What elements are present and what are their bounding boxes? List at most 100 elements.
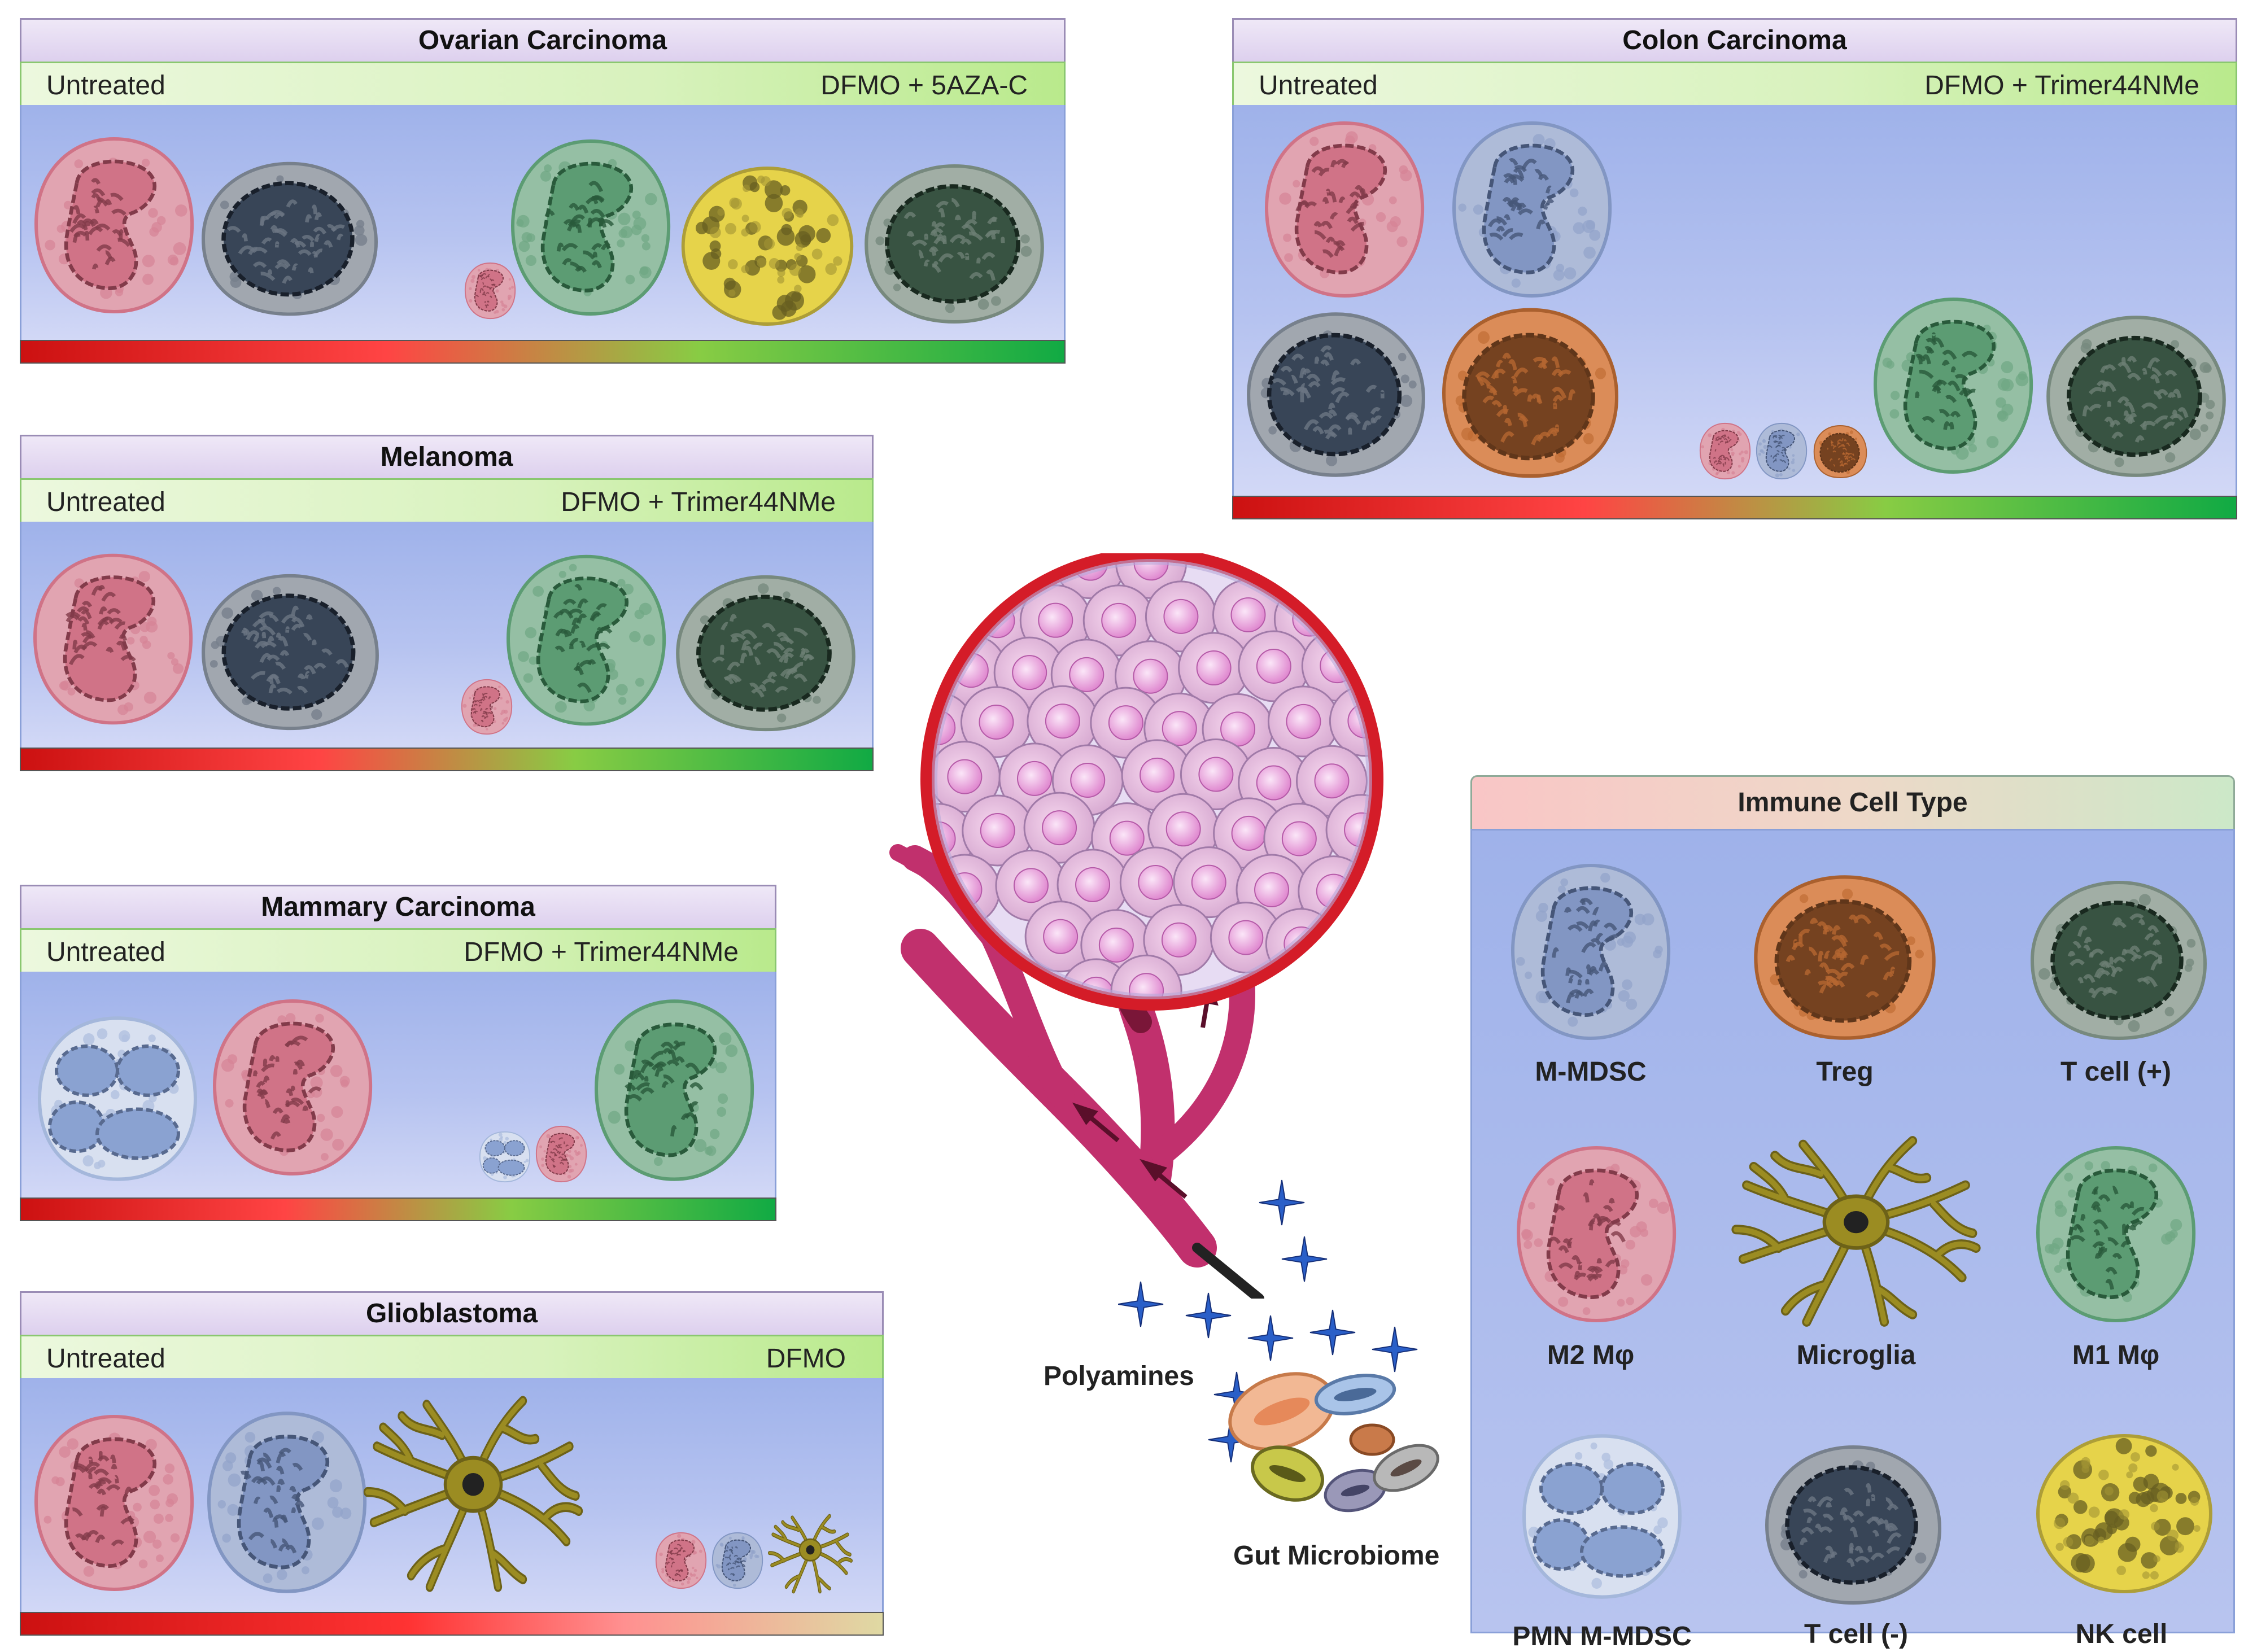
gradient-bar bbox=[1232, 496, 2237, 519]
panel-ovarian: Ovarian Carcinoma Untreated DFMO + 5AZA-… bbox=[20, 18, 1066, 364]
pmn-m-mdsc-cell bbox=[33, 1011, 202, 1186]
m2-macrophage-small-cell-graphic bbox=[655, 1532, 707, 1589]
m2-macrophage-cell-graphic bbox=[212, 999, 373, 1176]
legend-m2-macrophage-cell-graphic bbox=[1516, 1146, 1677, 1323]
panel-mammary: Mammary Carcinoma Untreated DFMO + Trime… bbox=[20, 885, 776, 1221]
panel-subheader: Untreated DFMO + 5AZA-C bbox=[20, 62, 1066, 107]
treg-small-cell bbox=[1812, 423, 1869, 480]
m2-macrophage-small-cell bbox=[1698, 421, 1752, 481]
untreated-label: Untreated bbox=[1259, 71, 1378, 100]
m2-macrophage-small-cell bbox=[534, 1124, 588, 1184]
legend-m1-macrophage-cell-graphic bbox=[2036, 1146, 2196, 1323]
tumor-cell bbox=[1027, 685, 1099, 757]
panel-subheader: Untreated DFMO bbox=[20, 1335, 884, 1380]
t-cell-plus-cell-graphic bbox=[865, 164, 1044, 324]
gut-microbiome-label: Gut Microbiome bbox=[1233, 1541, 1440, 1571]
legend-label-t-cell-minus: T cell (-) bbox=[1804, 1619, 1908, 1649]
untreated-label: Untreated bbox=[46, 1344, 165, 1374]
m2-macrophage-small-cell-graphic bbox=[535, 1125, 587, 1183]
treatment-label: DFMO + Trimer44NMe bbox=[464, 937, 739, 967]
tumor-vessel-illustration bbox=[889, 553, 1383, 1299]
legend-title: Immune Cell Type bbox=[1470, 775, 2235, 831]
legend-treg-cell-graphic bbox=[1754, 875, 1936, 1040]
tumor-cell bbox=[1082, 584, 1155, 657]
m-mdsc-cell bbox=[202, 1406, 372, 1598]
panel-title: Melanoma bbox=[20, 435, 874, 480]
polyamine-star-icon bbox=[1185, 1292, 1232, 1339]
m2-macrophage-cell-graphic bbox=[34, 137, 194, 314]
legend-label-microglia: Microglia bbox=[1796, 1340, 1916, 1370]
legend-label-treg: Treg bbox=[1816, 1057, 1874, 1087]
panel-subheader: Untreated DFMO + Trimer44NMe bbox=[20, 478, 874, 523]
tumor-cell bbox=[1145, 580, 1217, 653]
pmn-m-mdsc-small-cell-graphic bbox=[479, 1131, 531, 1183]
m2-macrophage-cell-graphic bbox=[34, 1414, 194, 1592]
legend-t-cell-minus-cell-graphic bbox=[1765, 1445, 1942, 1605]
panel-title: Mammary Carcinoma bbox=[20, 885, 776, 930]
polyamine-star-icon bbox=[1247, 1315, 1294, 1361]
legend-t-cell-plus-cell-graphic bbox=[2030, 880, 2207, 1041]
t-cell-plus-cell bbox=[859, 159, 1049, 329]
polyamine-star-icon bbox=[1118, 1281, 1164, 1327]
t-cell-plus-cell bbox=[671, 570, 861, 736]
legend-t-cell-plus-cell bbox=[2025, 876, 2212, 1045]
tumor-cell bbox=[1238, 630, 1310, 702]
panel-subheader: Untreated DFMO + Trimer44NMe bbox=[20, 928, 776, 973]
tumor-cell bbox=[1180, 738, 1252, 811]
treatment-label: DFMO + Trimer44NMe bbox=[1924, 71, 2199, 100]
treatment-label: DFMO bbox=[766, 1344, 846, 1374]
gradient-bar bbox=[20, 748, 874, 771]
m-mdsc-cell-graphic bbox=[1452, 121, 1612, 298]
panel-body bbox=[20, 972, 776, 1199]
untreated-label: Untreated bbox=[46, 71, 165, 100]
m-mdsc-cell bbox=[1447, 116, 1617, 303]
m1-macrophage-cell bbox=[1869, 292, 2038, 479]
m2-macrophage-small-cell bbox=[654, 1531, 708, 1590]
panel-colon: Colon Carcinoma Untreated DFMO + Trimer4… bbox=[1232, 18, 2237, 519]
m1-macrophage-cell-graphic bbox=[510, 139, 671, 316]
tumor-cell bbox=[1178, 632, 1250, 704]
panel-subheader: Untreated DFMO + Trimer44NMe bbox=[1232, 62, 2237, 107]
m1-macrophage-cell-graphic bbox=[594, 999, 754, 1181]
m2-macrophage-cell bbox=[29, 1410, 199, 1596]
m2-macrophage-small-cell-graphic bbox=[461, 679, 513, 735]
polyamines-microbiome-illustration bbox=[1118, 1179, 1439, 1513]
microglia-small-cell-graphic bbox=[767, 1514, 853, 1594]
m2-macrophage-small-cell-graphic bbox=[1699, 422, 1751, 480]
legend-label-t-cell-plus: T cell (+) bbox=[2060, 1057, 2172, 1087]
panel-title: Glioblastoma bbox=[20, 1291, 884, 1336]
polyamine-star-icon bbox=[1309, 1309, 1356, 1356]
m1-macrophage-cell bbox=[506, 134, 675, 321]
gradient-bar bbox=[20, 340, 1066, 364]
t-cell-plus-cell-graphic bbox=[676, 575, 855, 732]
pmn-m-mdsc-small-cell bbox=[478, 1130, 532, 1184]
legend-microglia-cell bbox=[1715, 1130, 1997, 1333]
treg-cell-graphic bbox=[1442, 308, 1619, 478]
m1-macrophage-cell-graphic bbox=[506, 554, 666, 726]
m2-macrophage-cell bbox=[29, 132, 199, 318]
m-mdsc-small-cell-graphic bbox=[1756, 422, 1808, 480]
m2-macrophage-cell-graphic bbox=[33, 553, 193, 725]
t-cell-minus-cell-graphic bbox=[202, 574, 379, 731]
panel-body bbox=[20, 1378, 884, 1613]
m1-macrophage-cell bbox=[501, 550, 671, 731]
gradient-bar bbox=[20, 1612, 884, 1636]
legend-label-nk-cell: NK cell bbox=[2075, 1619, 2168, 1649]
tumor-cell bbox=[1023, 792, 1095, 864]
treatment-label: DFMO + 5AZA-C bbox=[820, 71, 1028, 100]
polyamine-star-icon bbox=[1259, 1179, 1305, 1226]
t-cell-minus-cell-graphic bbox=[1247, 312, 1425, 477]
tumor-cell bbox=[1119, 846, 1191, 919]
t-cell-minus-cell bbox=[197, 569, 384, 735]
legend-nk-cell bbox=[2031, 1429, 2217, 1598]
microglia-small-cell bbox=[762, 1511, 858, 1596]
tumor-cell bbox=[1147, 793, 1220, 865]
m2-macrophage-small-cell bbox=[460, 678, 514, 736]
microglia-cell bbox=[349, 1389, 597, 1598]
pmn-m-mdsc-cell-graphic bbox=[37, 1016, 198, 1181]
bacteria-group bbox=[1228, 1372, 1439, 1513]
t-cell-minus-cell bbox=[1242, 307, 1430, 482]
t-cell-minus-cell-graphic bbox=[201, 161, 378, 316]
legend-pmn-m-mdsc-cell-graphic bbox=[1522, 1434, 1682, 1599]
legend-microglia-cell-graphic bbox=[1731, 1136, 1981, 1327]
